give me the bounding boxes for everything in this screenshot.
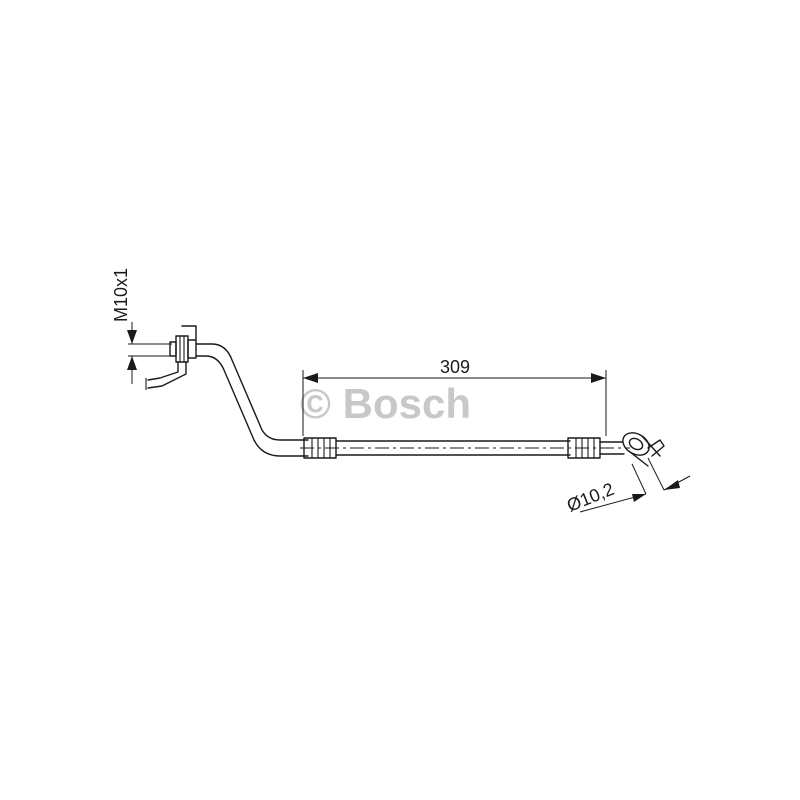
thread-dimension: M10x1 — [111, 268, 172, 384]
length-dimension: 309 — [302, 357, 607, 436]
thread-dimension-label: M10x1 — [111, 268, 131, 322]
diameter-dimension: Ø10,2 — [564, 457, 691, 516]
diameter-dimension-label: Ø10,2 — [564, 479, 617, 516]
left-banjo-fitting — [145, 325, 197, 390]
right-banjo-fitting — [622, 432, 665, 467]
length-dimension-label: 309 — [440, 357, 470, 377]
watermark-text: © Bosch — [300, 380, 471, 427]
